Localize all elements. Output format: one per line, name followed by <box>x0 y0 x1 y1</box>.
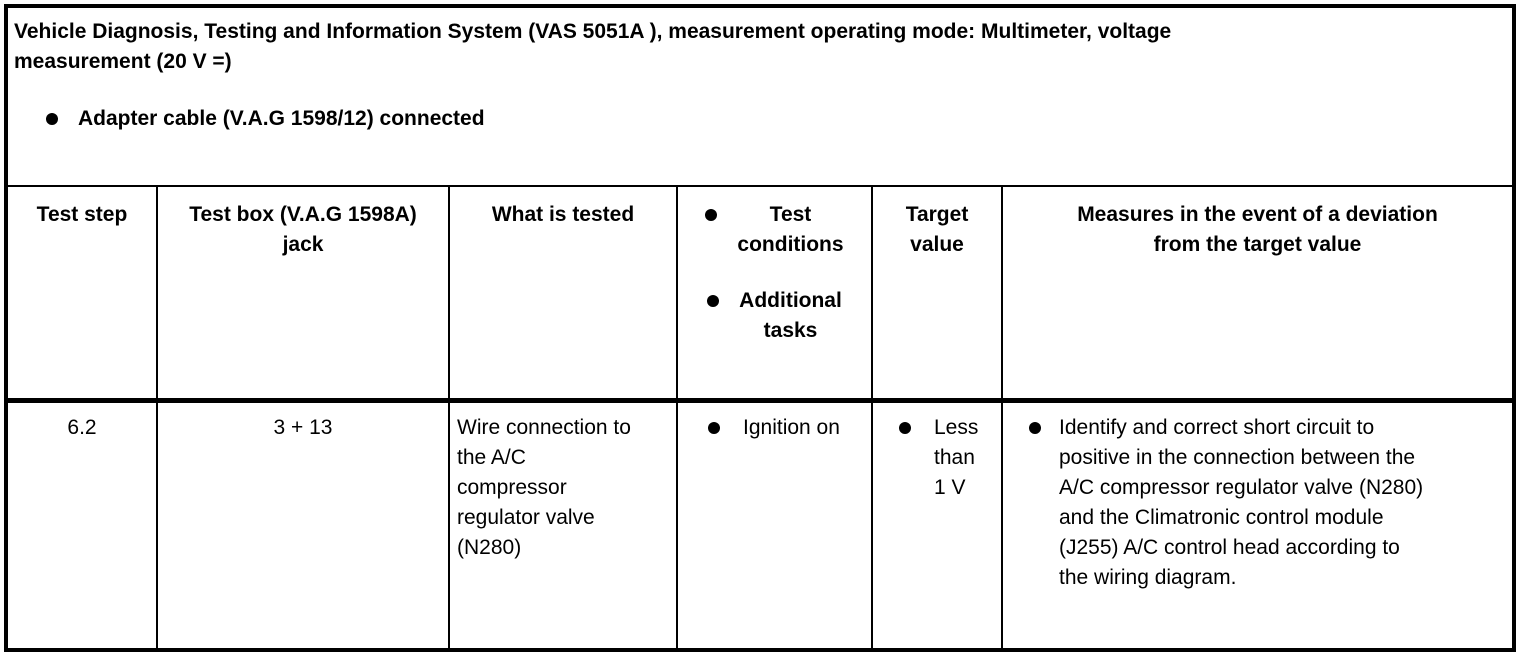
target-value-list: Less than 1 V <box>899 413 997 503</box>
what-is-tested-value: Wire connection to the A/C compressor re… <box>457 416 631 559</box>
cell-test-step: 6.2 <box>8 403 158 648</box>
column-header-target-value-label: Target value <box>905 203 969 256</box>
bullet-item: Identify and correct short circuit to po… <box>1029 413 1508 593</box>
column-header-what-is-tested-label: What is tested <box>491 203 635 226</box>
test-conditions-bullet-list: Test conditions Additional tasks <box>678 187 871 346</box>
column-header-test-step-label: Test step <box>36 203 128 226</box>
table-data-row: 6.2 3 + 13 Wire connection to the A/C co… <box>8 403 1512 648</box>
column-header-test-step: Test step <box>8 187 158 398</box>
adapter-cable-bullet-item: Adapter cable (V.A.G 1598/12) connected <box>46 104 1504 134</box>
measures-list: Identify and correct short circuit to po… <box>1029 413 1508 593</box>
column-header-test-box-jack: Test box (V.A.G 1598A) jack <box>158 187 450 398</box>
intro-section: Vehicle Diagnosis, Testing and Informati… <box>8 8 1512 187</box>
bullet-icon <box>705 209 718 221</box>
measures-value: Identify and correct short circuit to po… <box>1059 416 1424 589</box>
bullet-icon <box>708 422 720 434</box>
column-header-measures-label: Measures in the event of a deviation fro… <box>1077 203 1438 256</box>
test-condition-value: Ignition on <box>743 416 840 439</box>
bullet-icon <box>899 422 911 434</box>
bullet-icon <box>46 113 58 125</box>
adapter-cable-bullet-text: Adapter cable (V.A.G 1598/12) connected <box>78 107 485 130</box>
test-box-jack-value: 3 + 13 <box>273 416 333 439</box>
page-title: Vehicle Diagnosis, Testing and Informati… <box>14 20 1172 73</box>
target-value-value: Less than 1 V <box>934 416 979 499</box>
additional-tasks-label: Additional tasks <box>739 289 842 342</box>
cell-test-conditions: Ignition on <box>678 403 873 648</box>
column-header-target-value: Target value <box>873 187 1003 398</box>
bullet-item: Test conditions <box>705 200 844 260</box>
column-header-measures: Measures in the event of a deviation fro… <box>1003 187 1512 398</box>
column-header-test-conditions: Test conditions Additional tasks <box>678 187 873 398</box>
cell-what-is-tested: Wire connection to the A/C compressor re… <box>450 403 678 648</box>
test-conditions-list: Ignition on <box>708 413 871 443</box>
cell-measures: Identify and correct short circuit to po… <box>1003 403 1512 648</box>
column-header-test-box-jack-label: Test box (V.A.G 1598A) jack <box>189 203 417 256</box>
bullet-item: Ignition on <box>708 413 871 443</box>
column-header-what-is-tested: What is tested <box>450 187 678 398</box>
cell-test-box-jack: 3 + 13 <box>158 403 450 648</box>
bullet-icon <box>707 295 720 307</box>
bullet-icon <box>1029 422 1041 434</box>
bullet-item: Additional tasks <box>707 286 842 346</box>
bullet-item: Less than 1 V <box>899 413 997 503</box>
table-header-row: Test step Test box (V.A.G 1598A) jack Wh… <box>8 187 1512 403</box>
cell-target-value: Less than 1 V <box>873 403 1003 648</box>
test-step-value: 6.2 <box>67 416 97 439</box>
document-frame: Vehicle Diagnosis, Testing and Informati… <box>4 4 1516 652</box>
test-conditions-label: Test conditions <box>737 203 844 256</box>
